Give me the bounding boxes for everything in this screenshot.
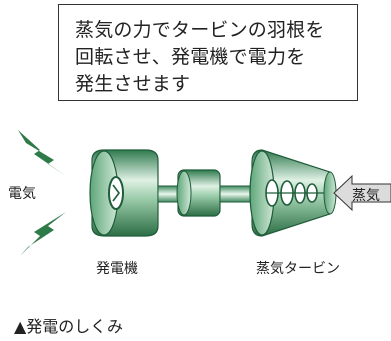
callout-line-1: 蒸気の力でタービンの羽根を bbox=[75, 19, 325, 41]
callout-line-3: 発生させます bbox=[75, 73, 191, 95]
turbine-label: 蒸気タービン bbox=[256, 261, 340, 277]
lightning-bolt-upper-icon bbox=[18, 130, 66, 176]
power-generation-diagram bbox=[18, 130, 391, 256]
callout-box: 蒸気の力でタービンの羽根を 回転させ、発電機で電力を 発生させます bbox=[58, 4, 358, 101]
steam-arrow-icon bbox=[333, 174, 391, 212]
coupling bbox=[176, 169, 221, 217]
callout-line-2: 回転させ、発電機で電力を bbox=[75, 46, 306, 68]
lightning-bolt-lower-icon bbox=[20, 212, 66, 256]
generator-label: 発電機 bbox=[96, 261, 138, 277]
steam-label: 蒸気 bbox=[352, 188, 380, 204]
diagram-caption: ▲発電のしくみ bbox=[14, 317, 123, 336]
turbine-unit bbox=[249, 149, 337, 237]
generator-unit bbox=[89, 149, 159, 237]
electricity-label: 電気 bbox=[8, 186, 36, 202]
